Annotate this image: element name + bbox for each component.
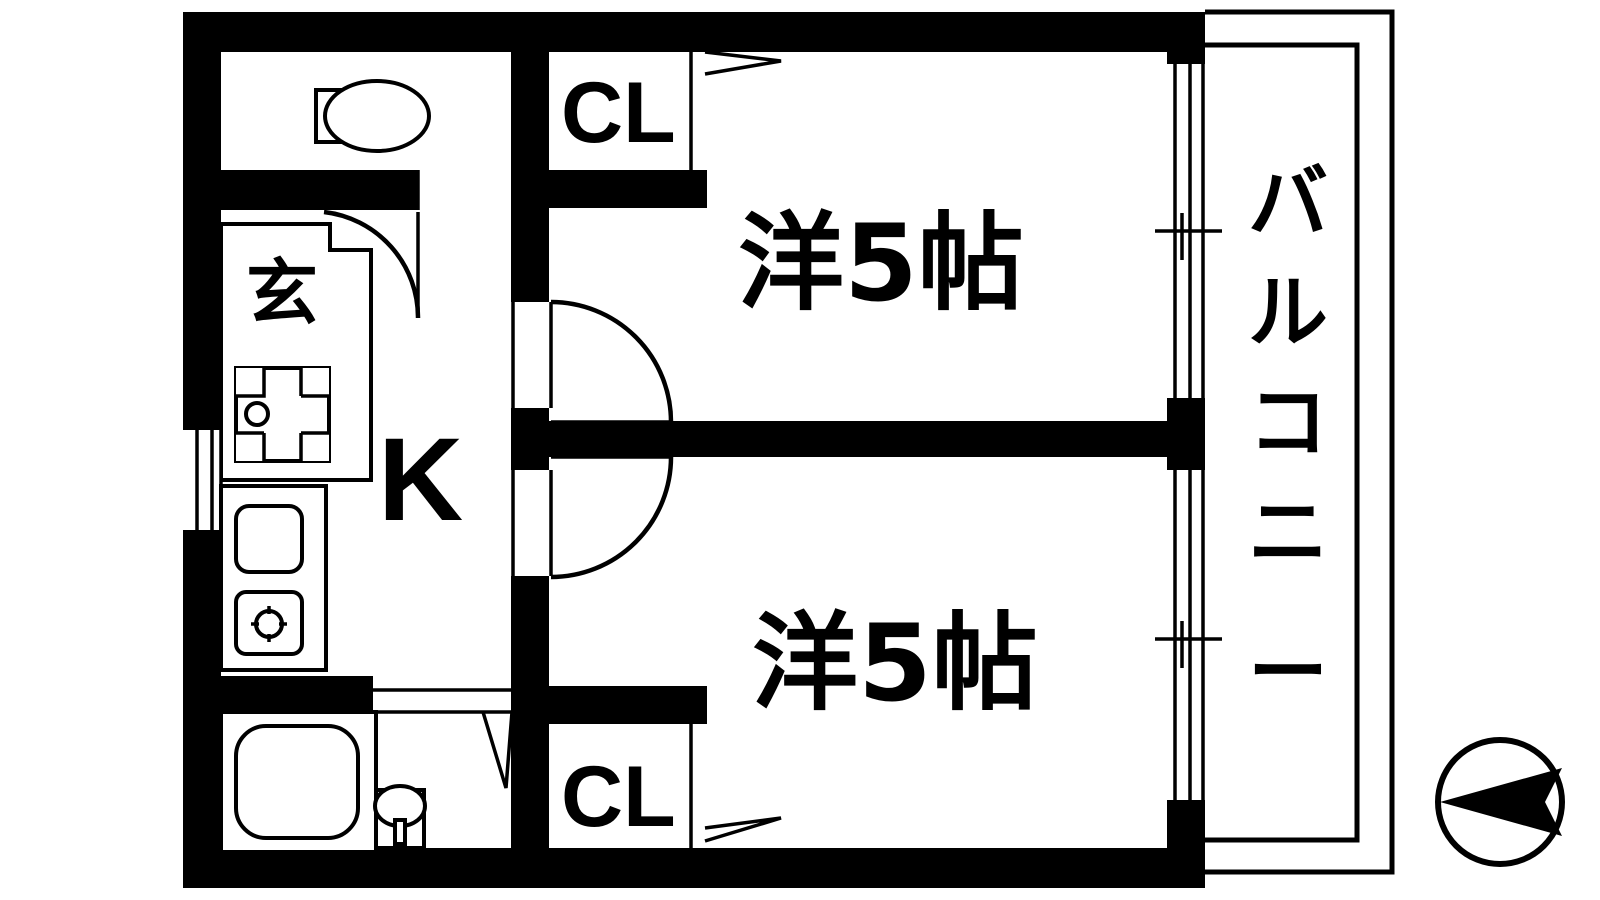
kitchen-label: K [378,414,463,546]
balcony-label-group: バ ル コ ニ ー [1248,156,1328,719]
washbasin-faucet [393,818,407,846]
kitchen-window-symbol [183,430,223,530]
balcony-label-char-1: ル [1248,266,1328,359]
wall-bottom [183,848,1205,888]
interior-partitions [183,12,1205,888]
closet-upper: CL [549,50,782,190]
toilet-door-opening [418,170,494,210]
entrance-swing-door[interactable] [323,209,421,319]
stove-burner-ring [254,609,284,639]
wall-bath-top-left [183,676,221,712]
balcony-outer-rail [1205,9,1395,875]
balcony-inner-rail [1205,42,1360,843]
closet-lower-folding-door[interactable] [689,712,782,848]
lower-room-door-arc [550,456,674,580]
wall-closet-lower-top [549,686,707,724]
balcony-area [1205,9,1395,875]
closet-upper-floor [549,52,707,170]
closet-lower-floor [549,724,707,848]
genkan-tataki-outline [221,222,373,482]
upper-room-swing-door[interactable] [511,299,674,424]
upper-room-label: 洋5帖 [738,202,1024,325]
wall-top [183,12,1205,52]
closet-lower-label: CL [561,749,676,845]
partition-between-rooms [511,421,1205,457]
compass-rose [1435,737,1565,867]
toilet-room [301,52,494,210]
washer-pan-notch-tl [236,368,264,396]
bathtub-basin [234,724,360,840]
upper-room-door-arc [550,299,674,423]
stove-burner-cross [251,606,287,642]
closet-lower-door-arrow[interactable] [704,816,782,843]
lower-room-door-opening [513,470,549,576]
genkan-area: 玄 [183,222,373,530]
closet-upper-door-arrow[interactable] [704,50,782,76]
upper-room-door-opening [513,302,549,408]
wall-left-meter [183,330,221,430]
kitchen-sink [234,504,304,574]
bathroom-folding-door[interactable] [373,688,514,789]
washer-pan-notch-lines [236,368,329,461]
washer-pan-symbol [234,366,331,463]
entrance-door-arc [323,209,421,319]
washer-pan-notch-bl [236,433,264,461]
bath-door-fold-arrow[interactable] [481,711,514,789]
closet-upper-label: CL [561,65,676,161]
wall-genkan-top [221,170,418,210]
washer-pan-notch-br [301,433,329,461]
partition-vertical-upper [511,12,549,302]
upper-sliding-glass-door[interactable] [1155,64,1222,398]
compass-needle-west [1440,768,1562,836]
kitchen-area: K [219,209,514,789]
lower-room-label: 洋5帖 [752,602,1038,725]
bathroom-area [219,710,427,854]
stove-burner-icon [251,606,287,642]
closet-lower: CL [549,712,782,848]
washer-pan-notch-tr [301,368,329,396]
toilet-bowl [323,79,431,153]
kitchen-window-opening [183,430,221,530]
balcony-label-char-0: バ [1248,156,1328,249]
genkan-label: 玄 [246,251,318,335]
wall-right-top-stub [1167,12,1205,64]
lower-sliding-glass-door[interactable] [1155,470,1222,800]
balcony-label-char-2: コ [1248,376,1328,469]
partition-vertical-lower [511,576,549,888]
wall-right-bottom-stub [1167,800,1205,888]
washer-drain-hole [244,401,270,427]
lower-room-swing-door[interactable] [511,455,674,580]
balcony-label-char-3: ニ [1248,486,1328,579]
closet-upper-folding-door[interactable] [689,50,782,190]
washbasin [373,784,427,850]
wall-closet-upper-bottom [549,170,707,208]
balcony-label-char-4: ー [1248,626,1328,719]
